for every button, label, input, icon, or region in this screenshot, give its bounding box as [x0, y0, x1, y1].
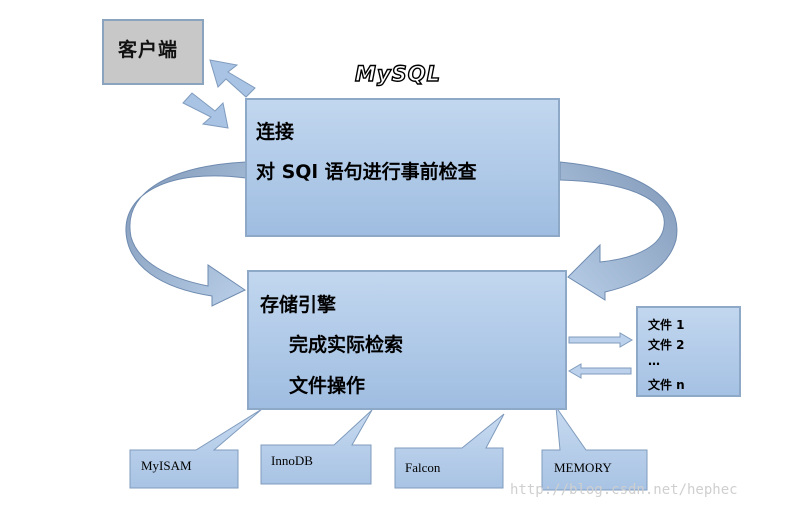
client-request-arrow — [182, 92, 229, 129]
file-item: … — [648, 354, 660, 368]
falcon-callout — [394, 413, 505, 489]
storage-engine-title: 存储引擎 — [260, 294, 337, 316]
client-response-arrow — [209, 59, 256, 98]
files-box: 文件 1 文件 2 … 文件 n — [636, 306, 741, 397]
watermark: http://blog.csdn.net/hephec — [510, 482, 738, 498]
retrieval-label: 完成实际检索 — [289, 334, 404, 356]
innodb-callout — [260, 409, 373, 485]
file-ops-label: 文件操作 — [289, 375, 366, 397]
myisam-callout — [129, 408, 263, 489]
client-label: 客户端 — [118, 39, 179, 61]
engine-label-memory: MEMORY — [554, 460, 612, 475]
file-item: 文件 n — [648, 378, 685, 392]
connection-label: 连接 — [256, 121, 295, 143]
right-curved-arrow — [559, 161, 678, 301]
engine-label-myisam: MyISAM — [141, 458, 192, 473]
to-files-arrow — [568, 332, 633, 348]
engine-label-falcon: Falcon — [405, 460, 441, 475]
file-item: 文件 1 — [648, 318, 685, 332]
engine-label-innodb: InnoDB — [271, 453, 313, 468]
file-item: 文件 2 — [648, 338, 685, 352]
from-files-arrow — [568, 363, 632, 379]
left-curved-arrow — [125, 161, 247, 307]
mysql-server-box: 连接 对 SQl 语句进行事前检查 — [245, 98, 560, 237]
client-box: 客户端 — [102, 19, 204, 85]
memory-callout — [541, 405, 648, 491]
sql-precheck-label: 对 SQl 语句进行事前检查 — [256, 161, 477, 183]
storage-engine-box: 存储引擎 完成实际检索 文件操作 — [247, 270, 567, 410]
mysql-title: MySQL — [354, 61, 441, 86]
